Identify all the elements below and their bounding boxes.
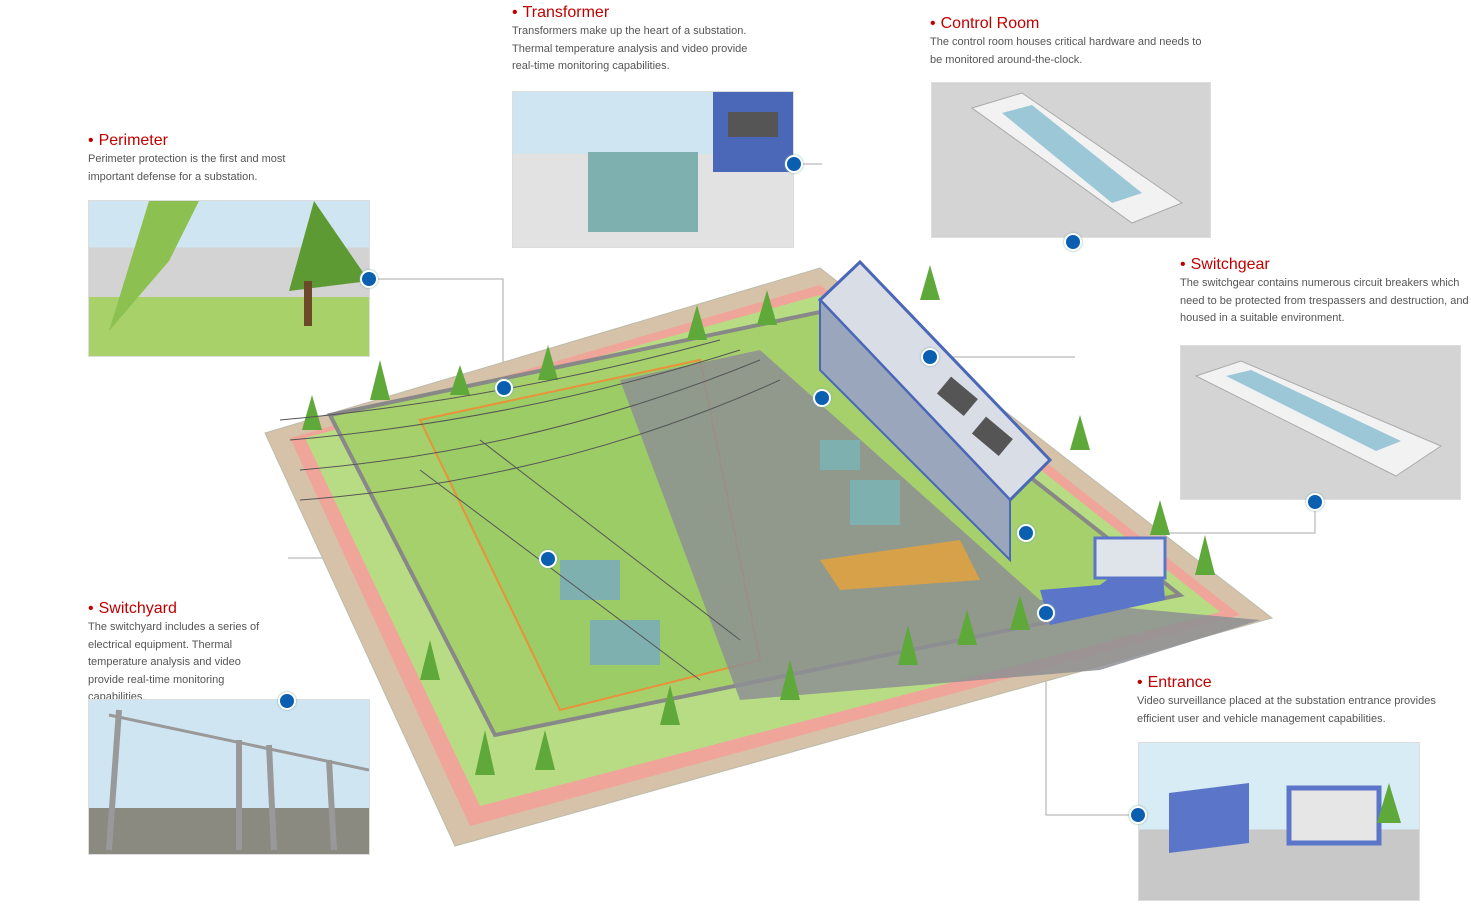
switchyard-image bbox=[88, 699, 370, 855]
control-room-hotspot[interactable] bbox=[1064, 233, 1082, 251]
parking bbox=[820, 540, 980, 590]
transformers bbox=[560, 440, 900, 665]
bullet: • bbox=[1137, 674, 1143, 691]
entrance-title: •Entrance bbox=[1137, 674, 1212, 692]
transformer-title-text: Transformer bbox=[522, 4, 610, 21]
control-room-title: •Control Room bbox=[930, 15, 1039, 33]
map-transformer-hotspot[interactable] bbox=[813, 389, 831, 407]
map-switchyard-hotspot[interactable] bbox=[539, 550, 557, 568]
entrance-image bbox=[1138, 742, 1420, 901]
switchyard-hotspot[interactable] bbox=[278, 692, 296, 710]
control-building bbox=[817, 259, 1053, 563]
perimeter-hotspot[interactable] bbox=[360, 270, 378, 288]
transformer-title: •Transformer bbox=[512, 4, 609, 22]
transformer-hotspot[interactable] bbox=[785, 155, 803, 173]
perimeter-image bbox=[88, 200, 370, 357]
map-entrance-hotspot[interactable] bbox=[1037, 604, 1055, 622]
control-room-title-text: Control Room bbox=[940, 15, 1040, 32]
entrance-title-text: Entrance bbox=[1147, 674, 1212, 691]
control-room-image bbox=[931, 82, 1211, 238]
map-switchgear-hotspot[interactable] bbox=[921, 348, 939, 366]
bullet: • bbox=[88, 600, 94, 617]
bullet: • bbox=[88, 132, 94, 149]
perimeter-title-text: Perimeter bbox=[98, 132, 168, 149]
switchyard-desc: The switchyard includes a series of elec… bbox=[88, 621, 260, 703]
entrance-hotspot[interactable] bbox=[1129, 806, 1147, 824]
entrance-gate bbox=[1040, 536, 1167, 625]
bullet: • bbox=[512, 4, 518, 21]
entrance-desc: Video surveillance placed at the substat… bbox=[1137, 695, 1436, 725]
map-perimeter-hotspot[interactable] bbox=[495, 379, 513, 397]
transformer-image bbox=[512, 91, 794, 248]
bullet: • bbox=[930, 15, 936, 32]
control-room-desc: The control room houses critical hardwar… bbox=[930, 36, 1202, 66]
perimeter-title: •Perimeter bbox=[88, 132, 168, 150]
switchgear-title-text: Switchgear bbox=[1190, 256, 1270, 273]
switchgear-hotspot[interactable] bbox=[1306, 493, 1324, 511]
switchgear-desc: The switchgear contains numerous circuit… bbox=[1180, 277, 1469, 324]
switchgear-title: •Switchgear bbox=[1180, 256, 1270, 274]
switchyard-title-text: Switchyard bbox=[98, 600, 177, 617]
switchgear-image bbox=[1180, 345, 1461, 500]
trees bbox=[302, 265, 1215, 775]
perimeter-desc: Perimeter protection is the first and mo… bbox=[88, 153, 286, 183]
switchyard-title: •Switchyard bbox=[88, 600, 177, 618]
transformer-desc: Transformers make up the heart of a subs… bbox=[512, 25, 748, 72]
map-control-room-hotspot[interactable] bbox=[1017, 524, 1035, 542]
power-lines bbox=[279, 339, 781, 681]
bullet: • bbox=[1180, 256, 1186, 273]
